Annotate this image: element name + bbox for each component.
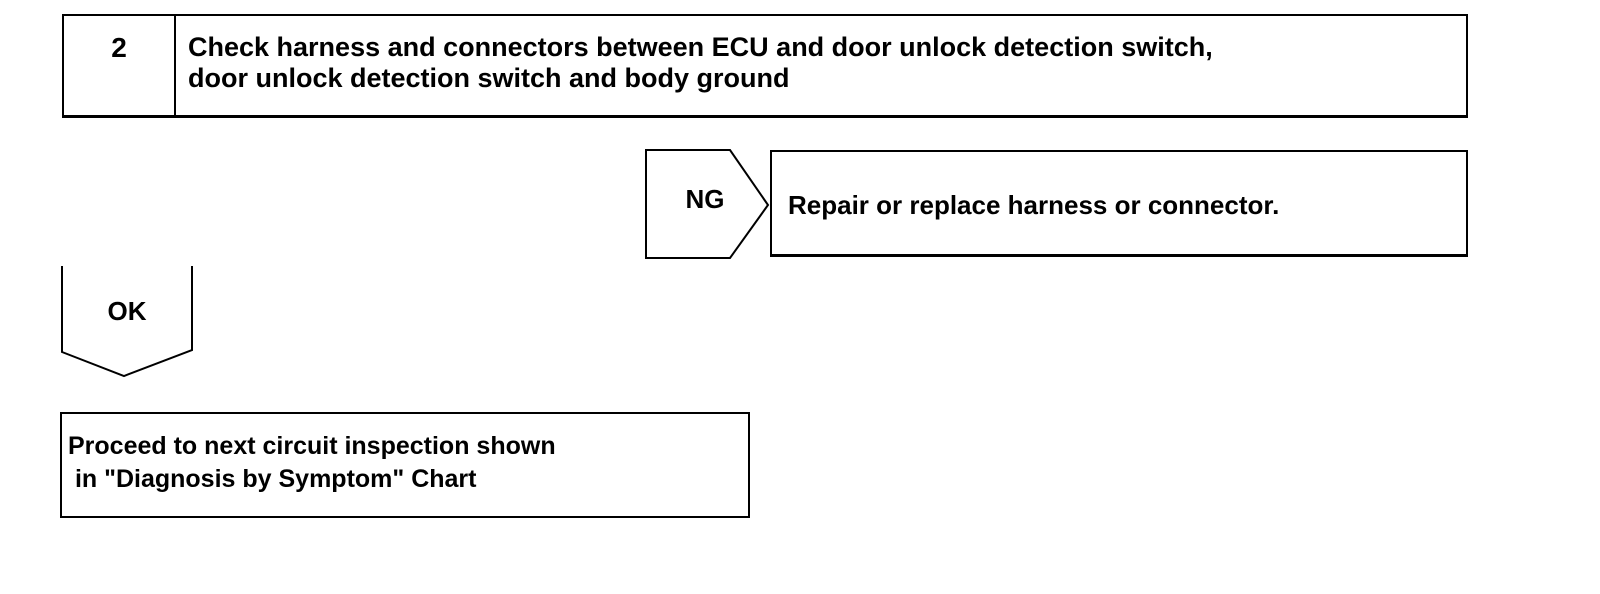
ng-arrow xyxy=(645,149,770,259)
step-number-cell: 2 xyxy=(64,16,176,115)
ng-result-box: Repair or replace harness or connector. xyxy=(770,150,1468,257)
step-number: 2 xyxy=(111,32,127,63)
ng-result-text: Repair or replace harness or connector. xyxy=(788,190,1280,220)
ng-label: NG xyxy=(685,184,725,214)
ok-arrow xyxy=(61,266,193,378)
ok-label: OK xyxy=(107,296,147,326)
step-title: Check harness and connectors between ECU… xyxy=(188,32,1213,93)
step-box: 2 Check harness and connectors between E… xyxy=(62,14,1468,118)
next-step-text: Proceed to next circuit inspection shown… xyxy=(68,432,556,493)
next-step-box: Proceed to next circuit inspection shown… xyxy=(60,412,750,518)
